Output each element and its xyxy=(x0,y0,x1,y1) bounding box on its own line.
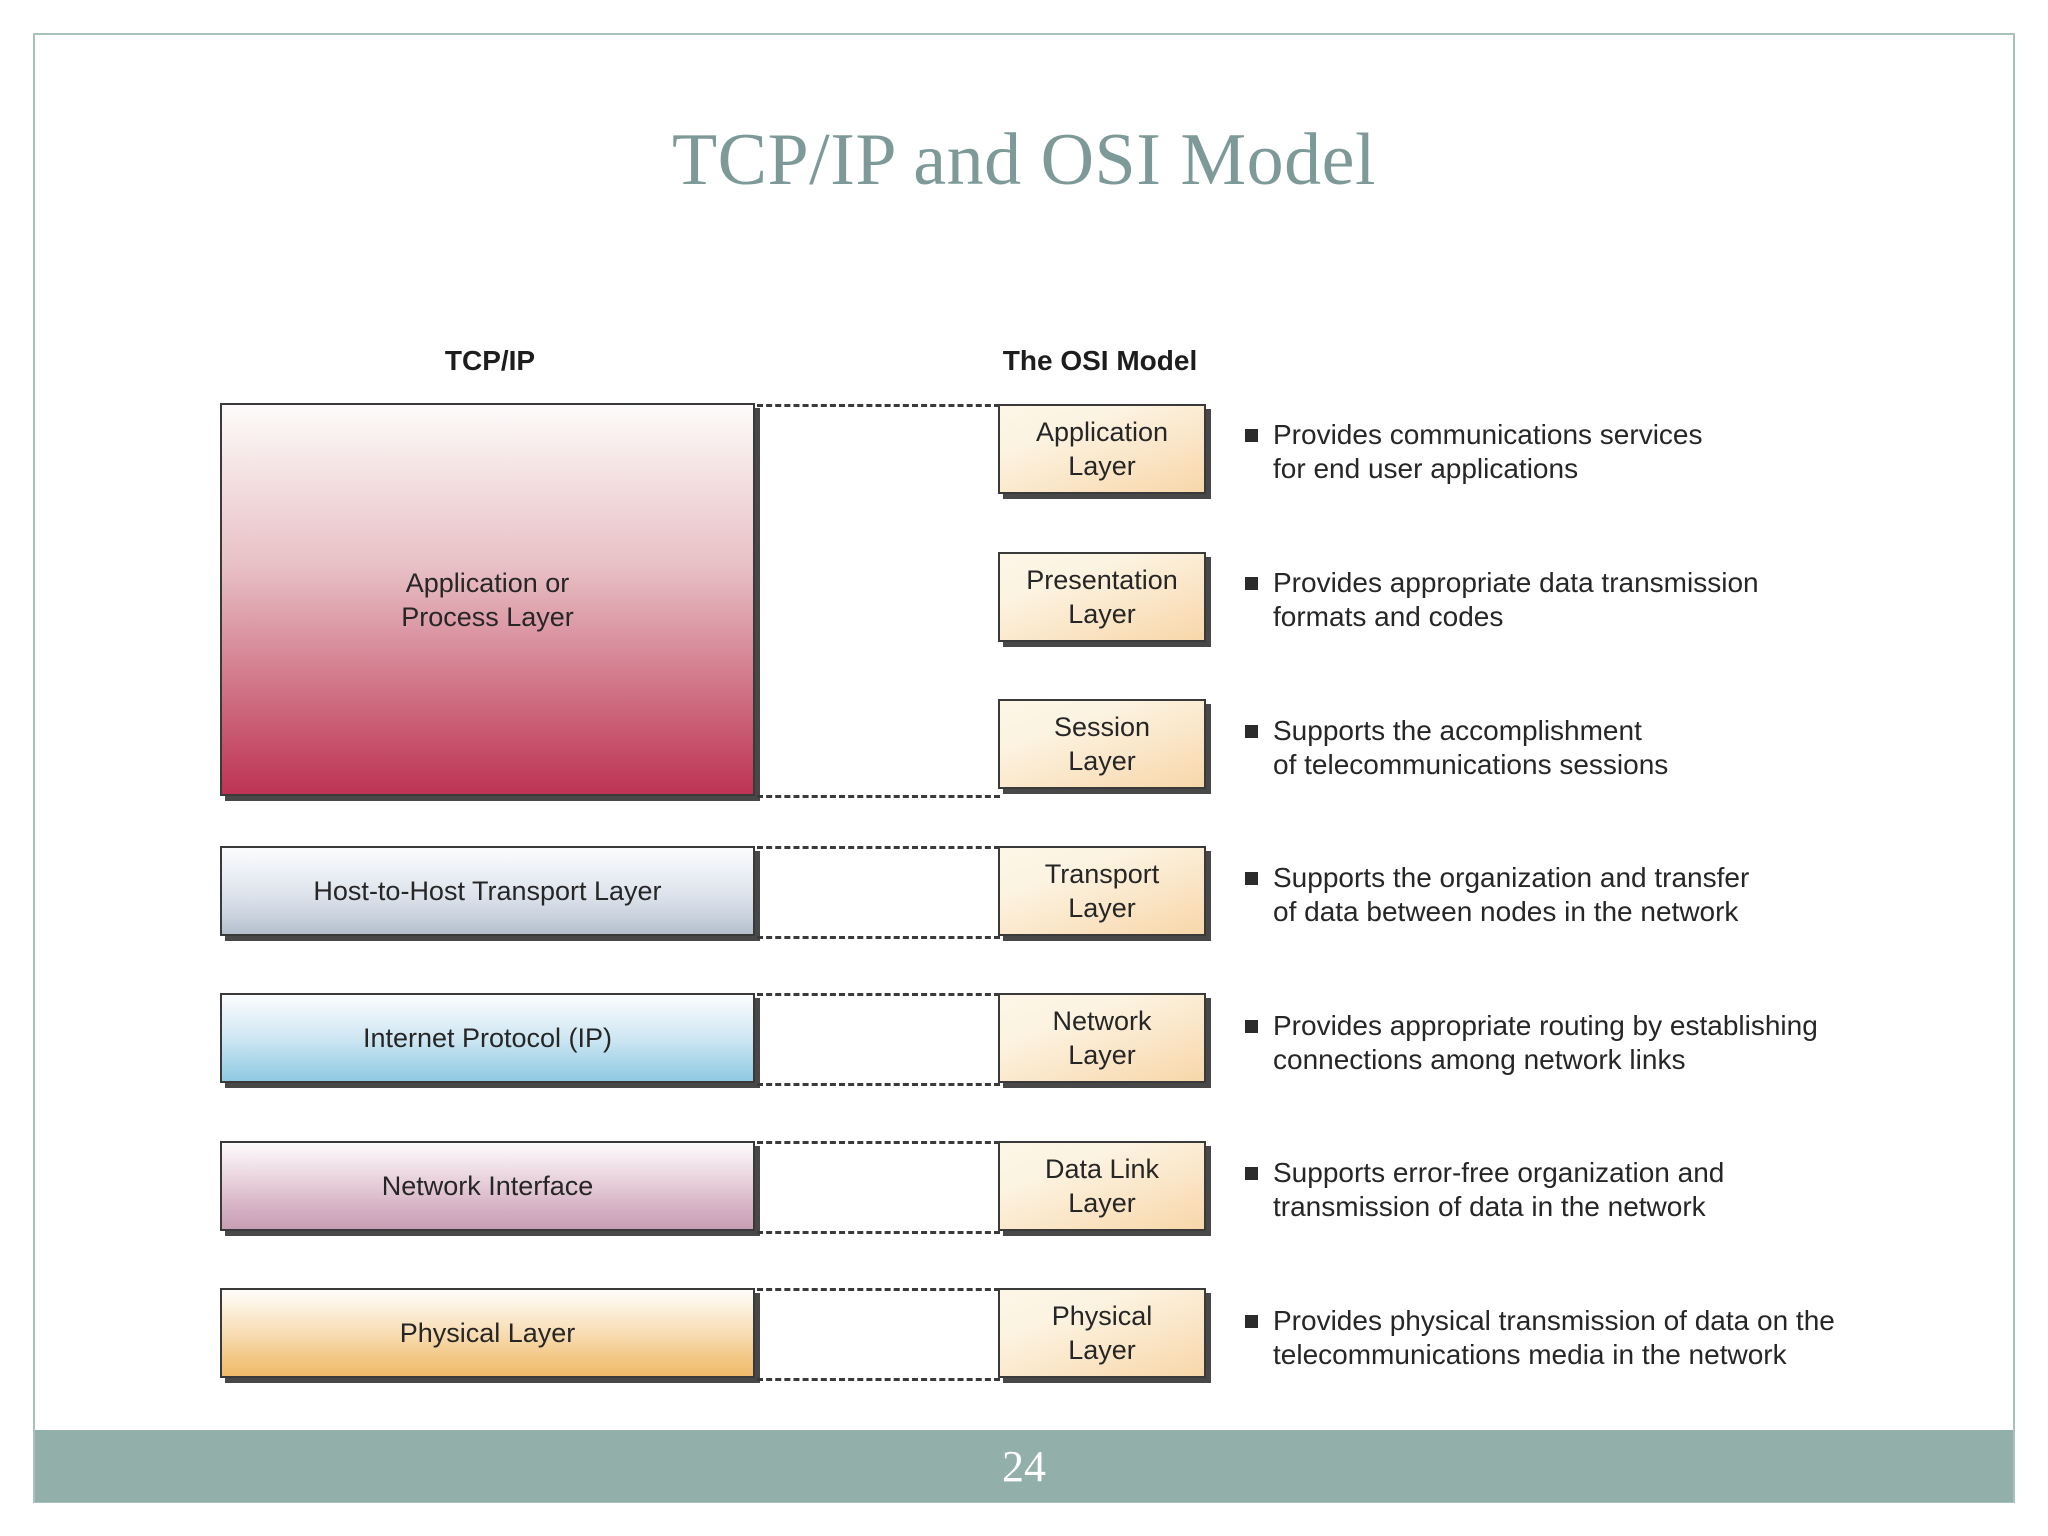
tcpip-layer-internet-protocol[interactable]: Internet Protocol (IP) xyxy=(220,993,755,1083)
osi-description-datalink-line2: transmission of data in the network xyxy=(1273,1191,1706,1222)
bullet-square-icon xyxy=(1245,429,1258,442)
osi-layer-application[interactable]: Application Layer xyxy=(998,404,1206,494)
footer-bar xyxy=(35,1430,2013,1502)
osi-description-transport: Supports the organization and transfer o… xyxy=(1245,861,1935,929)
tcpip-ip-label: Internet Protocol (IP) xyxy=(362,1023,613,1053)
tcpip-layer-host-to-host-transport[interactable]: Host-to-Host Transport Layer xyxy=(220,846,755,936)
osi-layer-transport[interactable]: Transport Layer xyxy=(998,846,1206,936)
osi-description-presentation-line2: formats and codes xyxy=(1273,601,1504,632)
tcpip-network-interface-label: Network Interface xyxy=(381,1171,594,1201)
osi-description-physical-line2: telecommunications media in the network xyxy=(1273,1339,1787,1370)
tcpip-application-line2: Process Layer xyxy=(401,601,574,632)
osi-description-physical-line1: Provides physical transmission of data o… xyxy=(1273,1305,1835,1336)
osi-description-network-line2: connections among network links xyxy=(1273,1044,1686,1075)
osi-network-line1: Network xyxy=(1052,1006,1152,1036)
connector-dashed-physical-bottom xyxy=(757,1378,1000,1381)
osi-description-physical: Provides physical transmission of data o… xyxy=(1245,1304,1975,1372)
column-header-osi: The OSI Model xyxy=(1002,345,1198,376)
osi-presentation-line2: Layer xyxy=(1068,599,1136,629)
osi-description-application-line1: Provides communications services xyxy=(1273,419,1703,450)
osi-presentation-line1: Presentation xyxy=(1026,565,1178,595)
osi-application-line1: Application xyxy=(1035,417,1169,447)
tcpip-layer-network-interface[interactable]: Network Interface xyxy=(220,1141,755,1231)
osi-description-transport-line1: Supports the organization and transfer xyxy=(1273,862,1750,893)
osi-description-network: Provides appropriate routing by establis… xyxy=(1245,1009,1965,1077)
tcpip-transport-label: Host-to-Host Transport Layer xyxy=(313,876,662,906)
osi-description-network-line1: Provides appropriate routing by establis… xyxy=(1273,1010,1818,1041)
page-title: TCP/IP and OSI Model xyxy=(671,119,1377,201)
tcpip-layer-physical[interactable]: Physical Layer xyxy=(220,1288,755,1378)
osi-description-session-line2: of telecommunications sessions xyxy=(1273,749,1669,780)
osi-layer-network[interactable]: Network Layer xyxy=(998,993,1206,1083)
connector-dashed-physical-top xyxy=(757,1288,1000,1291)
osi-datalink-line2: Layer xyxy=(1068,1188,1136,1218)
osi-datalink-line1: Data Link xyxy=(1044,1154,1160,1184)
osi-physical-line2: Layer xyxy=(1068,1335,1136,1365)
osi-description-data-link: Supports error-free organization and tra… xyxy=(1245,1156,1935,1224)
bullet-square-icon xyxy=(1245,1167,1258,1180)
page-number: 24 xyxy=(1002,1442,1046,1491)
osi-layer-physical[interactable]: Physical Layer xyxy=(998,1288,1206,1378)
osi-description-session-line1: Supports the accomplishment xyxy=(1273,715,1642,746)
tcpip-layer-application[interactable]: Application or Process Layer xyxy=(220,403,755,796)
osi-description-application-line2: for end user applications xyxy=(1273,453,1579,484)
osi-description-presentation-line1: Provides appropriate data transmission xyxy=(1273,567,1759,598)
bullet-square-icon xyxy=(1245,577,1258,590)
osi-session-line1: Session xyxy=(1053,712,1151,742)
osi-description-presentation: Provides appropriate data transmission f… xyxy=(1245,566,1935,634)
osi-transport-line1: Transport xyxy=(1044,859,1160,889)
tcpip-layer-application-label: Application or Process Layer xyxy=(401,566,574,634)
osi-physical-line1: Physical xyxy=(1051,1301,1153,1331)
osi-description-session: Supports the accomplishment of telecommu… xyxy=(1245,714,1935,782)
connector-dashed-datalink-top xyxy=(757,1141,1000,1144)
connector-dashed-transport-top xyxy=(757,846,1000,849)
osi-description-transport-line2: of data between nodes in the network xyxy=(1273,896,1739,927)
bullet-square-icon xyxy=(1245,1315,1258,1328)
osi-application-line2: Layer xyxy=(1068,451,1136,481)
bullet-square-icon xyxy=(1245,872,1258,885)
column-header-tcpip: TCP/IP xyxy=(444,345,536,376)
osi-network-line2: Layer xyxy=(1068,1040,1136,1070)
tcpip-application-line1: Application or xyxy=(405,567,570,598)
osi-description-datalink-line1: Supports error-free organization and xyxy=(1273,1157,1725,1188)
osi-description-application: Provides communications services for end… xyxy=(1245,418,1935,486)
osi-layer-data-link[interactable]: Data Link Layer xyxy=(998,1141,1206,1231)
osi-layer-presentation[interactable]: Presentation Layer xyxy=(998,552,1206,642)
connector-dashed-network-top xyxy=(757,993,1000,996)
tcpip-physical-label: Physical Layer xyxy=(399,1318,576,1348)
connector-dashed-network-bottom xyxy=(757,1083,1000,1086)
osi-transport-line2: Layer xyxy=(1068,893,1136,923)
osi-layer-session[interactable]: Session Layer xyxy=(998,699,1206,789)
bullet-square-icon xyxy=(1245,1020,1258,1033)
bullet-square-icon xyxy=(1245,725,1258,738)
connector-dashed-datalink-bottom xyxy=(757,1231,1000,1234)
connector-dashed-application-bottom xyxy=(757,795,1000,798)
osi-session-line2: Layer xyxy=(1068,746,1136,776)
connector-dashed-transport-bottom xyxy=(757,936,1000,939)
connector-dashed-application-top xyxy=(757,404,1000,407)
